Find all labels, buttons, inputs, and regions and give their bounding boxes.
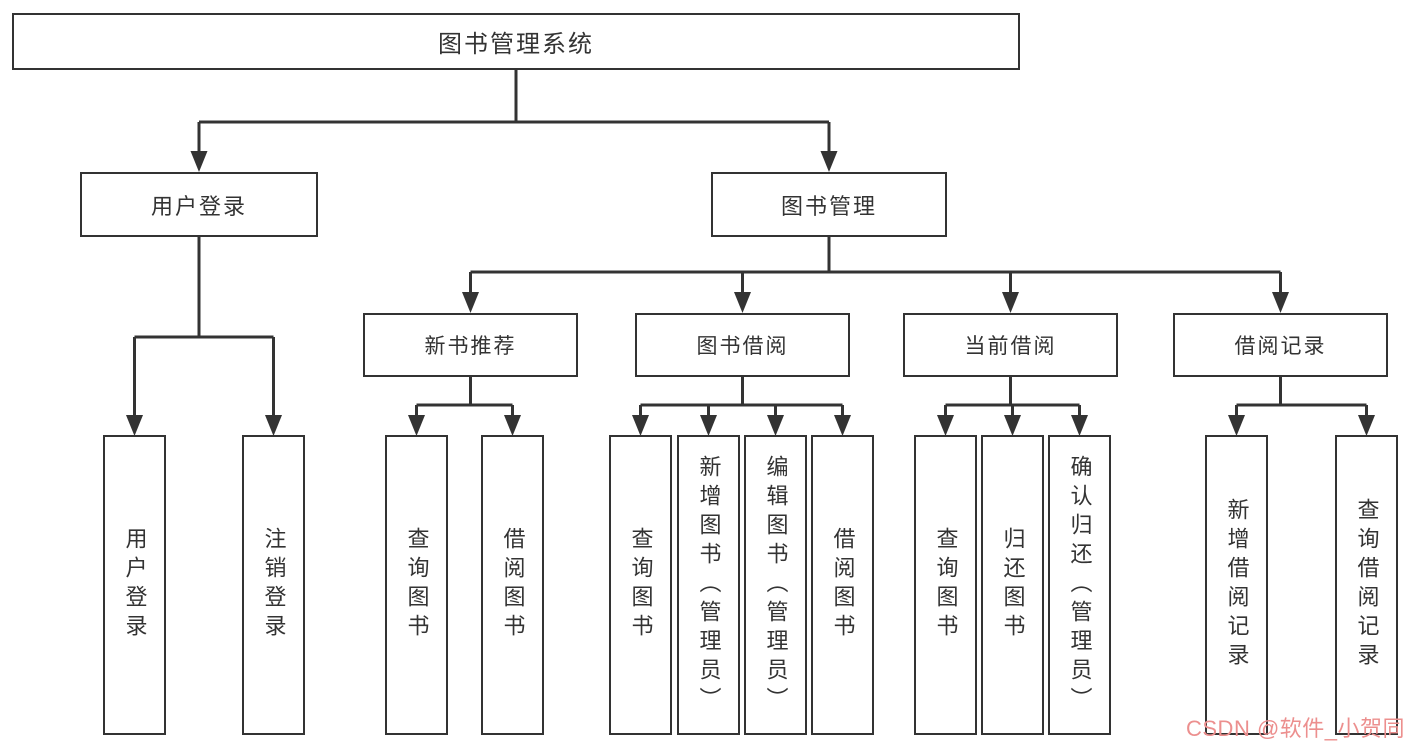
node-label: 查询图书 [628,527,654,643]
leaf-query-books-borrow: 查询图书 [609,435,672,735]
node-user-login: 用户登录 [80,172,318,237]
node-label: 用户登录 [122,527,148,643]
connector-currentborrow-to-leaves [944,377,1081,420]
node-label: 图书管理系统 [438,31,594,58]
node-label: 图书借阅 [696,335,789,358]
arrowhead-icons [126,151,1375,436]
arrow-down-icon [1228,415,1245,436]
arrow-down-icon [734,292,751,313]
node-book-management: 图书管理 [711,172,947,237]
connector-root-to-level2 [197,70,831,155]
node-label: 确认归还（管理员） [1067,454,1093,716]
node-label: 借阅图书 [830,527,856,643]
arrow-down-icon [834,415,851,436]
arrow-down-icon [700,415,717,436]
node-label: 编辑图书（管理员） [763,454,789,716]
leaf-add-borrow-record: 新增借阅记录 [1205,435,1268,735]
node-label: 新增借阅记录 [1224,498,1250,672]
arrow-down-icon [1272,292,1289,313]
csdn-watermark: CSDN @软件_小贺同学 [1186,716,1405,741]
arrow-down-icon [1004,415,1021,436]
arrow-down-icon [767,415,784,436]
connector-userlogin-to-leaves [133,237,275,420]
node-label: 用户登录 [150,193,247,219]
arrow-down-icon [190,151,208,172]
node-label: 新增图书（管理员） [696,454,722,716]
node-label: 当前借阅 [964,335,1057,358]
node-current-borrow: 当前借阅 [903,313,1118,377]
node-book-borrow: 图书借阅 [635,313,850,377]
arrow-down-icon [265,415,282,436]
node-label: 归还图书 [1000,527,1026,643]
arrow-down-icon [1071,415,1088,436]
node-label: 查询图书 [933,527,959,643]
arrow-down-icon [937,415,954,436]
arrow-down-icon [1358,415,1375,436]
leaf-add-books-admin: 新增图书（管理员） [677,435,740,735]
leaf-edit-books-admin: 编辑图书（管理员） [744,435,807,735]
node-new-book-recommend: 新书推荐 [363,313,578,377]
connector-bookmgmt-to-level3 [469,237,1282,296]
leaf-return-books: 归还图书 [981,435,1044,735]
node-label: 图书管理 [780,193,877,219]
leaf-query-books-recommend: 查询图书 [385,435,448,735]
node-label: 新书推荐 [424,335,517,358]
leaf-logout: 注销登录 [242,435,305,735]
connector-newbooks-to-leaves [415,377,514,420]
leaf-confirm-return-admin: 确认归还（管理员） [1048,435,1111,735]
connector-bookborrow-to-leaves [639,377,844,420]
node-label: 查询借阅记录 [1354,498,1380,672]
leaf-borrow-books-recommend: 借阅图书 [481,435,544,735]
arrow-down-icon [462,292,479,313]
node-label: 借阅记录 [1234,335,1327,358]
arrow-down-icon [408,415,425,436]
leaf-query-books-current: 查询图书 [914,435,977,735]
arrow-down-icon [504,415,521,436]
leaf-borrow-books: 借阅图书 [811,435,874,735]
node-label: 借阅图书 [500,527,526,643]
node-library-management-system: 图书管理系统 [12,13,1020,70]
connector-records-to-leaves [1235,377,1368,420]
leaf-query-borrow-record: 查询借阅记录 [1335,435,1398,735]
arrow-down-icon [126,415,143,436]
node-label: 查询图书 [404,527,430,643]
node-borrow-records: 借阅记录 [1173,313,1388,377]
arrow-down-icon [1002,292,1019,313]
arrow-down-icon [632,415,649,436]
arrow-down-icon [820,151,838,172]
node-label: 注销登录 [261,527,287,643]
leaf-user-login: 用户登录 [103,435,166,735]
